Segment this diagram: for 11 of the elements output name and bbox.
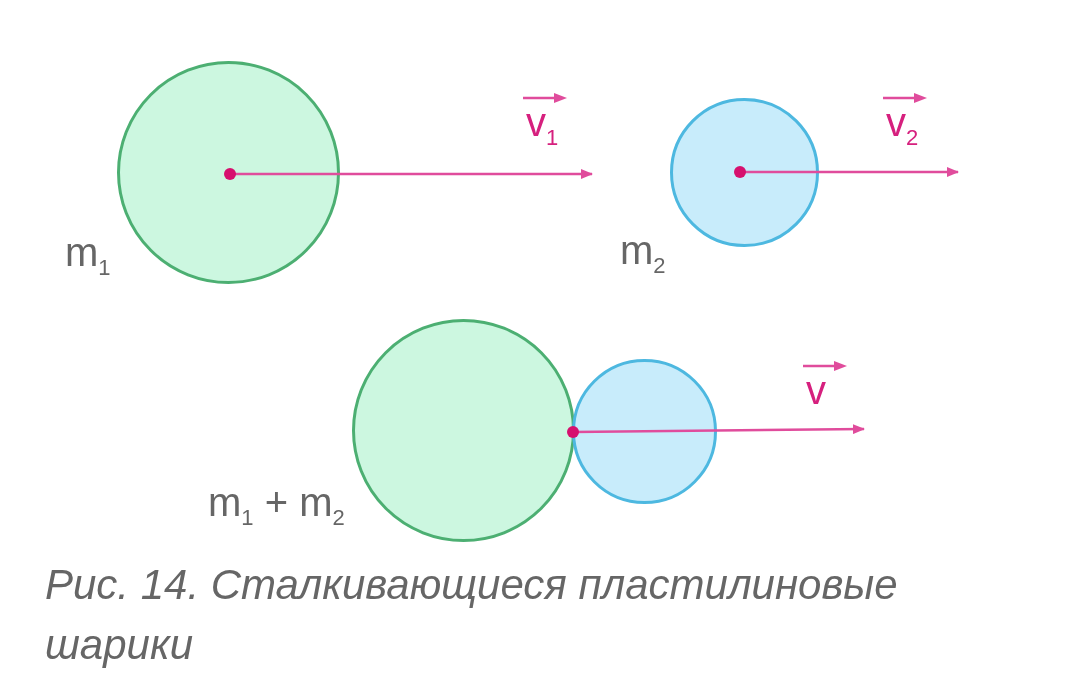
mass-label: m$_{2}$ — [620, 228, 666, 279]
velocity-label: v$_{2}$ — [886, 100, 919, 151]
figure-caption: Рис. 14. Сталкивающиеся пластилиновые шарики — [45, 560, 899, 670]
mass-label: m$_{1}$ — [65, 230, 111, 281]
mass-label: m$_{1}$ + m$_{2}$ — [208, 480, 345, 531]
ball-circle — [571, 358, 717, 504]
ball-circle — [669, 97, 819, 247]
ball-circle — [351, 318, 575, 542]
velocity-label: v$_{1}$ — [526, 100, 559, 151]
ball-circle — [116, 60, 340, 284]
velocity-label: v — [806, 368, 826, 413]
